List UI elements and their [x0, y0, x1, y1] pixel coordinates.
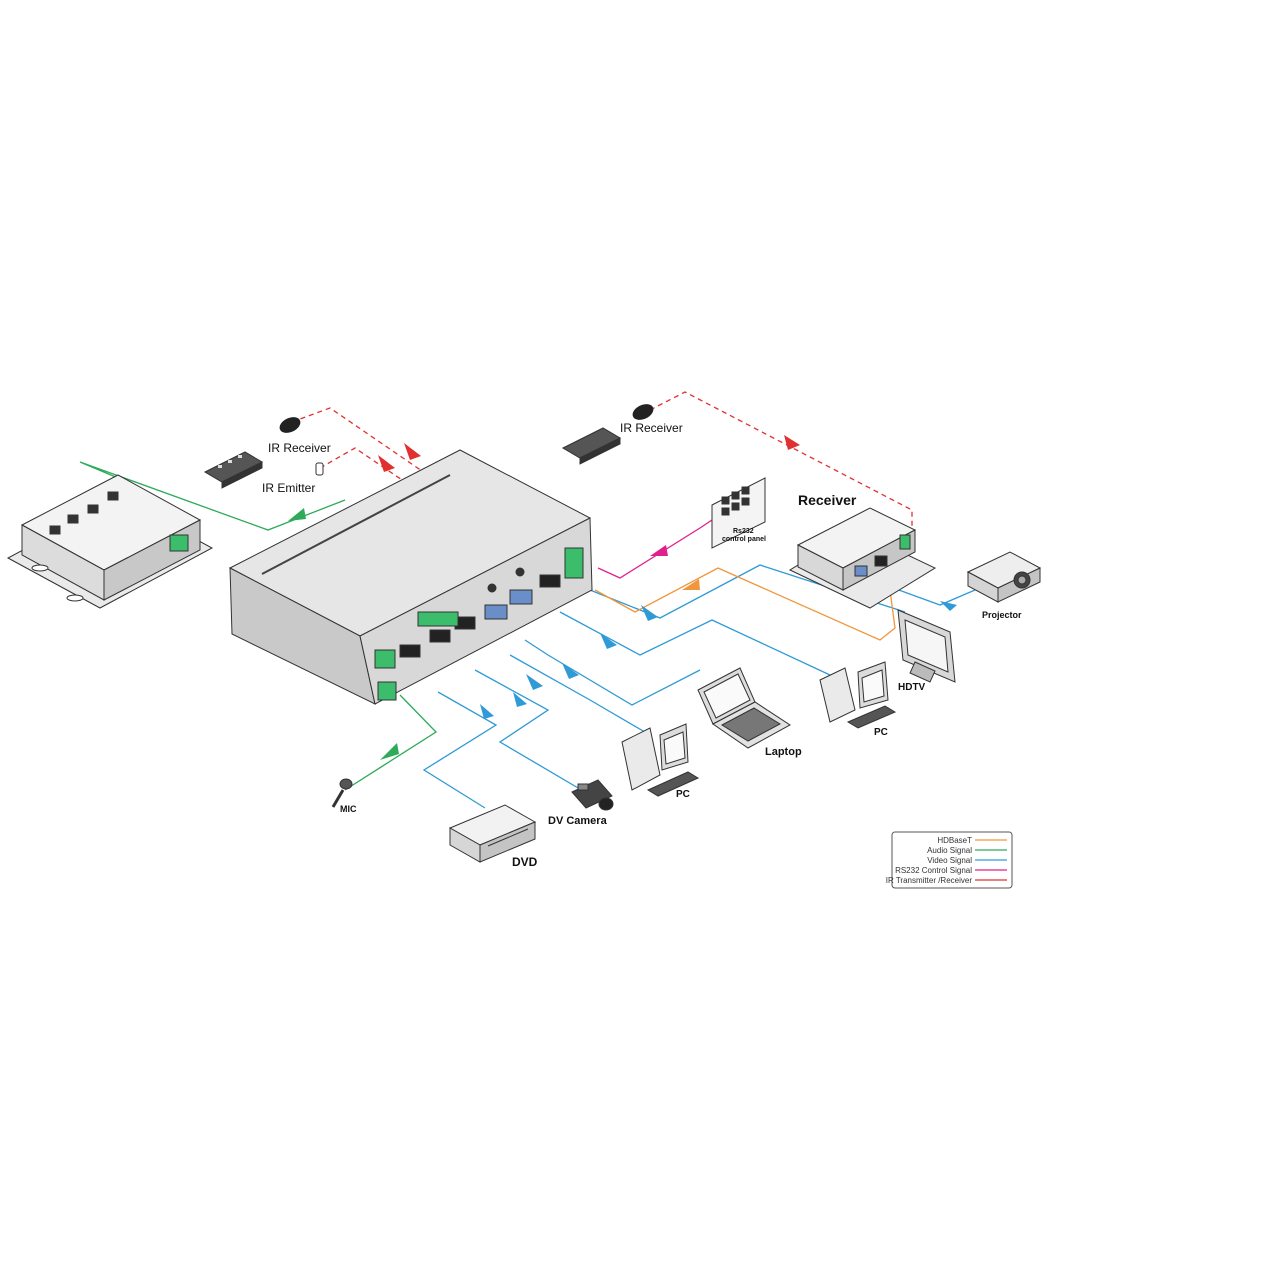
- ir-arrow-emitter: [378, 455, 395, 472]
- labels-layer: IR Receiver IR Emitter IR Receiver Recei…: [262, 421, 1022, 869]
- hdtv-label: HDTV: [898, 682, 926, 693]
- audio-terminal: [374, 649, 396, 669]
- video-cable-dv-camera: [474, 669, 591, 796]
- pc-center-label: PC: [676, 789, 690, 800]
- ir-remote-right: [561, 427, 622, 465]
- audio-terminal: [417, 611, 459, 627]
- ir-emitter-label: IR Emitter: [262, 481, 315, 495]
- mic-label: MIC: [340, 804, 357, 814]
- video-cable-projector: [884, 584, 976, 606]
- video-arrow-pc-right: [600, 633, 617, 649]
- video-arrow-projector: [940, 601, 957, 611]
- cable-layer: [79, 391, 976, 809]
- hdbaset-cable: [594, 567, 896, 641]
- projector-device: [966, 551, 1042, 603]
- remote-unit-mount-hole: [66, 594, 84, 602]
- audio-arrow-remote-unit: [288, 508, 306, 521]
- laptop-device: [697, 667, 791, 749]
- rs232-terminal: [564, 547, 584, 579]
- remote-unit-terminal: [169, 534, 189, 552]
- main-switcher-unit: [228, 449, 593, 705]
- remote-unit-button: [107, 491, 119, 501]
- rs232-panel-label-line2: control panel: [722, 536, 766, 543]
- remote-control-unit: [6, 474, 214, 609]
- mic-device: [331, 778, 353, 808]
- ir-receiver-left-label: IR Receiver: [268, 441, 331, 455]
- rs232-cable: [597, 519, 713, 579]
- ir-receiver-right-label: IR Receiver: [620, 421, 683, 435]
- legend-item-label: Video Signal: [927, 856, 972, 865]
- dv-camera-label: DV Camera: [548, 815, 608, 827]
- dv-camera-device: [571, 779, 614, 811]
- video-arrow-laptop: [562, 663, 579, 679]
- vga-port: [509, 589, 533, 605]
- rs232-arrow: [650, 545, 668, 556]
- legend-box: [891, 831, 1013, 889]
- rs232-control-panel: [711, 477, 766, 549]
- video-arrow-pc-center: [526, 674, 543, 690]
- receiver-label: Receiver: [798, 492, 857, 508]
- audio-jack: [515, 567, 525, 577]
- hdmi-port: [539, 574, 561, 588]
- pc-center-device: [621, 723, 700, 797]
- audio-cable-mic: [344, 694, 438, 791]
- video-cable-pc-center: [509, 654, 651, 736]
- video-arrow-dvd: [480, 704, 494, 719]
- rs232-panel-label-line1: Rs232: [733, 528, 754, 535]
- legend-item-label: Audio Signal: [927, 846, 972, 855]
- video-cable-pc-right: [559, 611, 831, 676]
- ir-receiver-left-device: [279, 417, 301, 433]
- hdbaset-arrow: [682, 579, 700, 590]
- remote-unit-button: [67, 514, 79, 524]
- pc-right-label: PC: [874, 727, 888, 738]
- pc-right-device: [819, 661, 897, 729]
- video-cable-laptop: [524, 639, 701, 706]
- ir-arrow-left-receiver: [404, 443, 421, 460]
- legend-item-label: HDBaseT: [937, 836, 972, 845]
- legend-item-label: IR Transmitter /Receiver: [886, 876, 973, 885]
- cable-arrows: [288, 435, 957, 760]
- video-arrow-hdtv: [641, 605, 658, 621]
- receiver-device: [788, 507, 937, 609]
- projector-label: Projector: [982, 610, 1022, 620]
- ir-emitter-device: [315, 462, 324, 476]
- audio-cable-remote-unit: [79, 461, 346, 531]
- hdmi-port: [429, 629, 451, 643]
- ir-remote-left: [203, 451, 264, 489]
- ir-arrow-right-receiver: [784, 435, 800, 450]
- audio-jack: [487, 583, 497, 593]
- video-cable-dvd: [422, 691, 498, 809]
- vga-port: [484, 604, 508, 620]
- remote-unit-button: [87, 504, 99, 514]
- dvd-label: DVD: [512, 855, 538, 869]
- audio-terminal: [377, 681, 397, 701]
- laptop-label: Laptop: [765, 746, 802, 758]
- ir-receiver-right-device: [632, 404, 654, 420]
- hdmi-port: [399, 644, 421, 658]
- audio-arrow-mic: [380, 743, 399, 760]
- dvd-device: [448, 804, 537, 863]
- hdtv-device: [897, 609, 956, 683]
- legend-item-label: RS232 Control Signal: [895, 866, 972, 875]
- remote-unit-button: [49, 525, 61, 535]
- remote-unit-mount-hole: [31, 564, 49, 572]
- video-arrow-dv-camera: [513, 692, 527, 707]
